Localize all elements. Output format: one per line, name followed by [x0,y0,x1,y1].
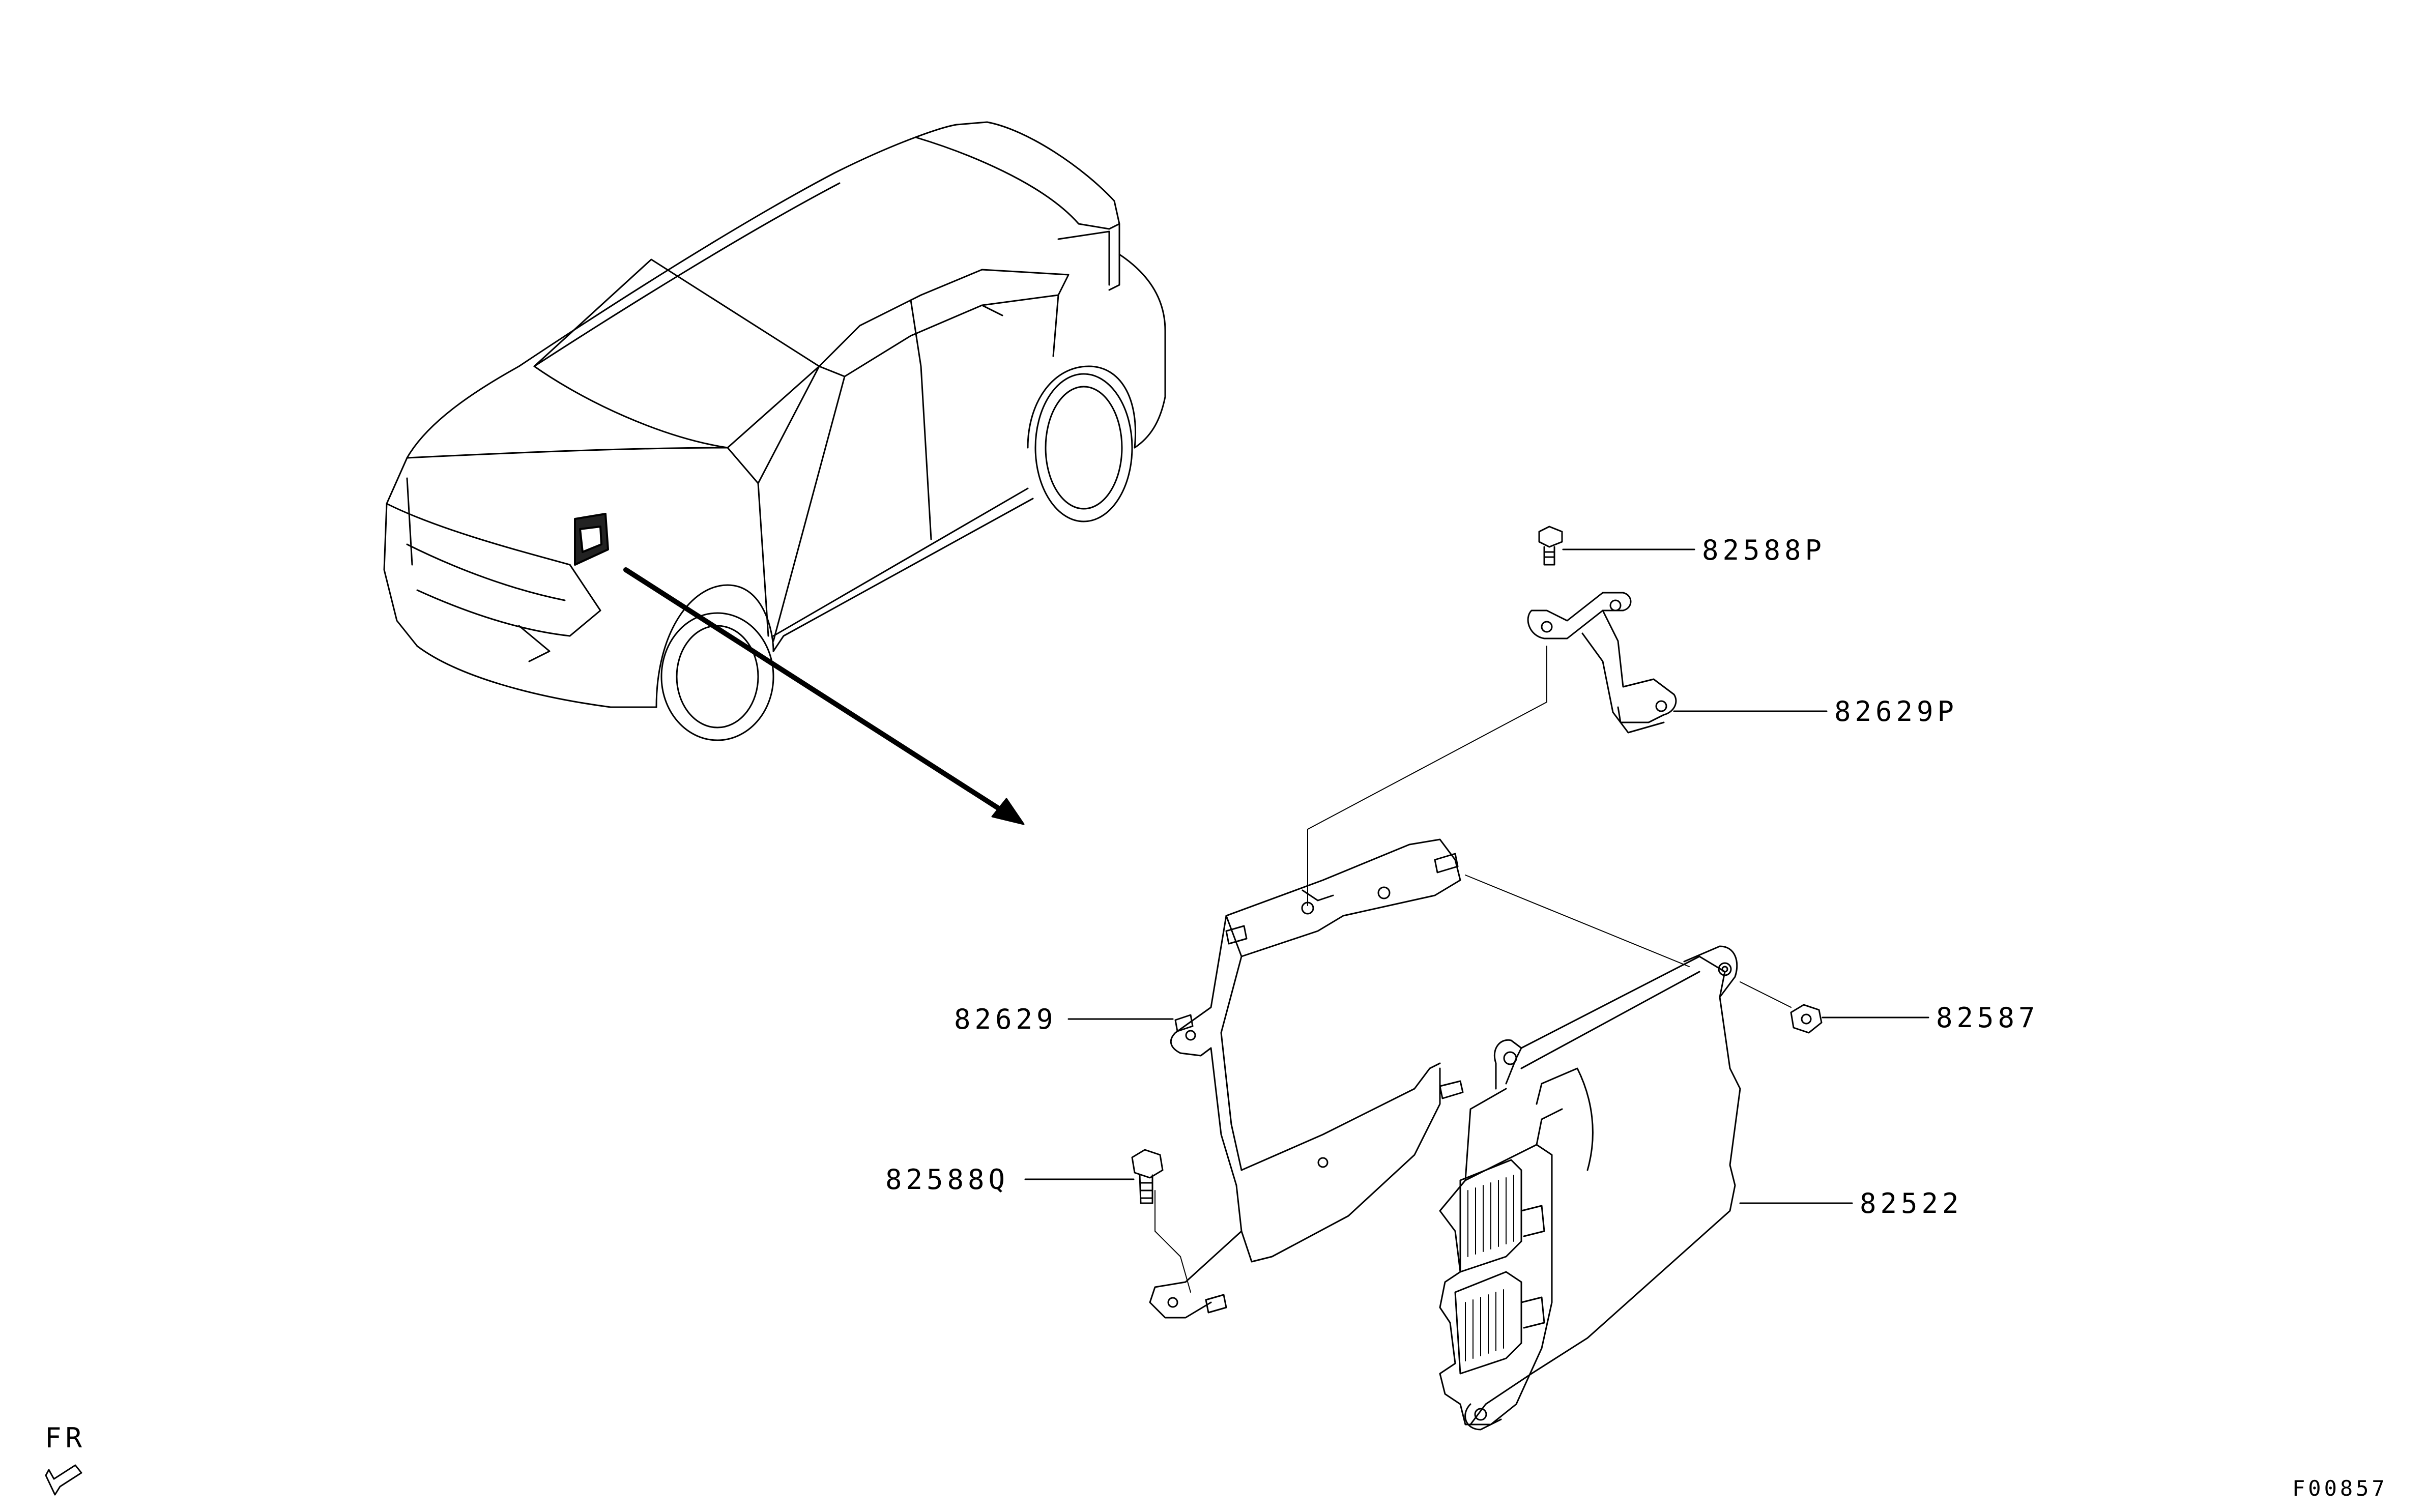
nut-82587 [1791,1005,1822,1033]
callout-82588Q: 82588Q [885,1164,1009,1196]
callout-82587: 82587 [1936,1002,2039,1034]
callout-82522: 82522 [1860,1187,1963,1219]
callout-leaders [1025,549,1928,1203]
bolt-lower-82588Q [1132,1150,1163,1203]
bolt-upper-82588P [1539,527,1562,565]
bracket-main-82629 [1150,839,1463,1318]
front-orientation-label: FR [45,1422,86,1454]
callout-82629: 82629 [954,1003,1057,1035]
callout-82588P: 82588P [1702,534,1826,566]
bracket-small-82629P [1528,593,1676,733]
callout-82629P: 82629P [1834,695,1958,728]
pointer-arrow [626,570,1024,824]
vehicle-outline [384,122,1165,740]
unit-location-marker [575,514,608,565]
figure-id: F00857 [2292,1476,2388,1501]
assembly-lines [1155,646,1791,1292]
front-arrow-icon [46,1465,81,1495]
control-unit-82522 [1440,946,1740,1430]
